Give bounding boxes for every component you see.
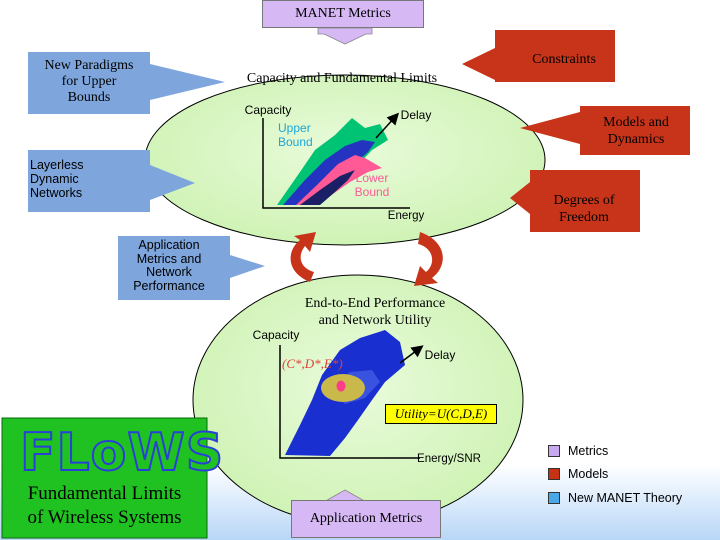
lower-bound-surface-navy [300,170,355,205]
upper-bound-label: Upper Bound [278,121,313,149]
legend-swatch-new-manet-theory [548,492,560,504]
layerless-label: Layerless Dynamic Networks [30,158,84,200]
utility-label-box: Utility=U(C,D,E) [385,404,497,424]
upper-title: Capacity and Fundamental Limits [246,71,438,86]
app-metrics-label: Application Metrics and Network Performa… [133,238,205,293]
legend-item-models: Models [548,467,608,481]
models-arrow [520,106,690,155]
manet-metrics-label: MANET Metrics [295,6,391,21]
app-metrics-arrow [118,236,265,300]
cycle-arrow-left [290,232,316,282]
degrees-label: Degrees of Freedom [553,193,615,225]
upper-plot-axes [262,118,410,209]
manet-metrics-box: MANET Metrics [262,0,424,28]
layerless-arrow [28,150,195,212]
optimum-point-label: (C*,D*,E*) [282,356,343,371]
legend-item-new-manet-theory: New MANET Theory [548,491,682,505]
upper-plot [262,112,410,209]
lower-delay-axis-label: Delay [424,348,456,362]
lower-energy-axis-label: Energy/SNR [417,453,481,465]
logo-panel [1,417,208,539]
application-metrics-box: Application Metrics [291,500,441,538]
cycle-arrow-right [414,232,443,286]
lower-plot [279,330,424,459]
flows-subtitle: Fundamental Limits of Wireless Systems [27,483,182,528]
legend-label-models: Models [568,467,609,481]
upper-energy-axis-label: Energy [387,210,425,222]
optimum-point [336,380,346,392]
constraints-arrow [462,30,615,82]
upper-delay-axis-label: Delay [400,108,432,122]
application-metrics-label: Application Metrics [309,511,423,526]
models-label: Models and Dynamics [603,115,669,147]
degrees-arrow [510,170,640,232]
new-paradigms-box [28,52,150,114]
legend-label-metrics: Metrics [568,444,609,458]
legend-label-new-manet-theory: New MANET Theory [568,491,683,505]
lower-delay-arrow [399,345,424,364]
upper-capacity-axis-label: Capacity [244,103,292,117]
legend-swatch-metrics [548,445,560,457]
delay-axis-arrow [375,112,400,139]
constraints-label: Constraints [532,52,596,67]
lower-title: End-to-End Performance and Network Utili… [304,296,446,328]
new-paradigms-label: New Paradigms for Upper Bounds [44,58,134,105]
flows-wordmark: FLoWS [19,423,225,483]
lower-capacity-axis-label: Capacity [252,328,300,342]
utility-label: Utility=U(C,D,E) [394,406,488,421]
lower-plot-axes [279,345,420,459]
upper-bound-surface-blue [283,140,375,205]
lower-bound-label: Lower Bound [354,171,390,199]
manet-metrics-down-arrow [317,27,373,45]
legend-swatch-models [548,468,560,480]
legend-item-metrics: Metrics [548,444,608,458]
